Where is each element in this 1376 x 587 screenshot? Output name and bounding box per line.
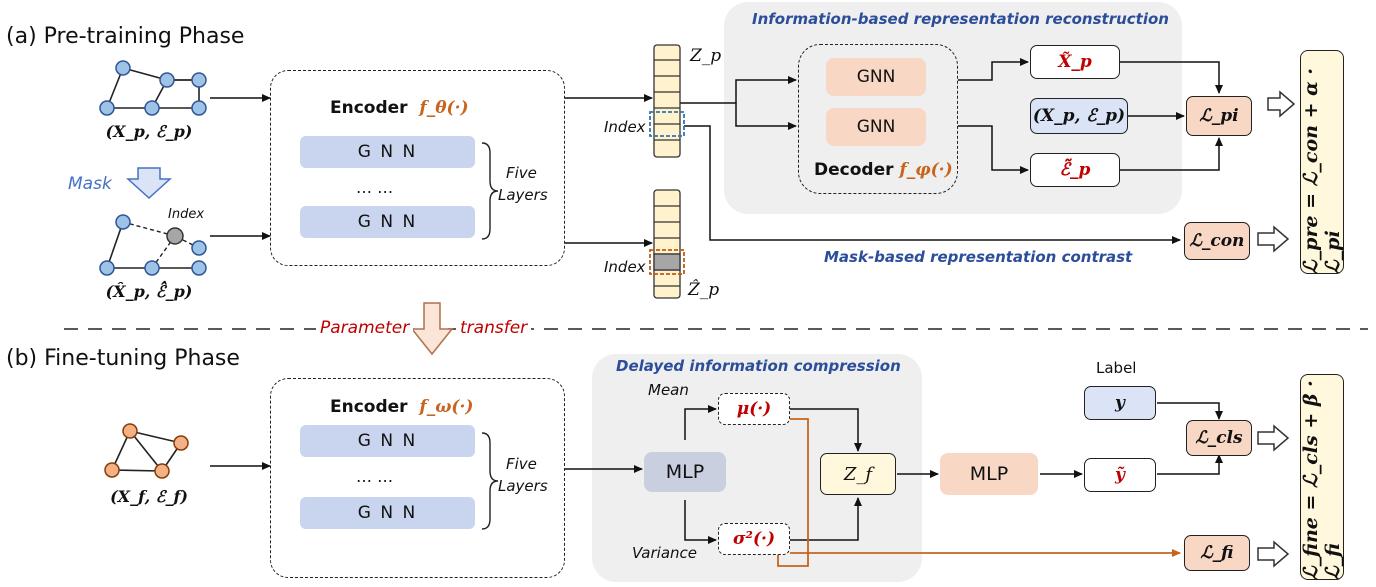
- decoder-gnn-2: GNN: [826, 108, 926, 146]
- graph-masked-label: (X̂_p, ℰ̂_p): [105, 282, 193, 301]
- hollow-arrow-cls: [1257, 424, 1290, 452]
- contrast-title: Mask-based representation contrast: [824, 248, 1133, 266]
- ft-gnn-layer-first: G N N: [300, 425, 475, 457]
- masked-index-label: Index: [168, 207, 205, 222]
- x-tilde-box: X̃_p: [1030, 45, 1120, 79]
- token-column-zp: [653, 44, 681, 158]
- loss-pre-box: ℒ_pre = ℒ_con + α · ℒ_pi: [1300, 50, 1344, 274]
- index-label-bottom: Index: [604, 258, 646, 276]
- graph-finetune-nodes: [104, 423, 189, 479]
- encoder-pretrain-title: Encoder f_θ(·): [330, 98, 469, 118]
- encoder-finetune-title: Encoder f_ω(·): [330, 397, 474, 417]
- parameter-label: Parameter: [316, 318, 414, 338]
- hollow-arrow-pre: [1267, 90, 1296, 118]
- encoder-pretrain: [270, 70, 565, 266]
- ft-layers-label: Layers: [498, 477, 548, 495]
- gnn-layer-first: G N N: [300, 136, 475, 168]
- mu-box: μ(·): [718, 393, 790, 425]
- ft-gnn-layer-last: G N N: [300, 497, 475, 529]
- decoder-fn: f_φ(·): [899, 160, 953, 180]
- compress-region: [592, 354, 922, 582]
- compress-title: Delayed information compression: [616, 357, 901, 375]
- index-highlight-top: [649, 111, 685, 137]
- sigma-box: σ²(·): [718, 523, 790, 555]
- loss-pi-box: ℒ_pi: [1186, 96, 1252, 136]
- transfer-arrow: [410, 302, 454, 356]
- recon-title: Information-based representation reconst…: [752, 10, 1169, 28]
- brace-finetune: [481, 432, 499, 530]
- encoder-pretrain-fn: f_θ(·): [419, 98, 469, 118]
- variance-label: Variance: [632, 544, 698, 562]
- layers-label: Layers: [498, 186, 548, 204]
- gnn-layer-last: G N N: [300, 206, 475, 238]
- gnn-dots: … …: [356, 178, 394, 197]
- mean-label: Mean: [648, 381, 689, 399]
- decoder-title: Decoder f_φ(·): [814, 160, 953, 180]
- graph-finetune-label: (X_f, ℰ_f): [110, 487, 188, 506]
- graph-finetune-edges: [111, 430, 182, 472]
- loss-cls-box: ℒ_cls: [1186, 420, 1252, 456]
- zf-box: Z_f: [820, 453, 896, 495]
- finetune-phase-label: (b) Fine-tuning Phase: [6, 346, 240, 371]
- loss-fine-box: ℒ_fine = ℒ_cls + β · ℒ_fi: [1300, 374, 1344, 580]
- graph-pretrain-nodes: [99, 60, 207, 116]
- label-caption: Label: [1096, 359, 1137, 377]
- brace-pretrain: [481, 142, 499, 240]
- hollow-arrow-fi: [1257, 540, 1290, 568]
- graph-masked-nodes: [99, 214, 207, 276]
- zp-label: Z_p: [690, 46, 722, 66]
- encoder-finetune-fn: f_ω(·): [419, 397, 474, 417]
- mask-label: Mask: [68, 174, 112, 194]
- loss-fine-formula: ℒ_fine = ℒ_cls + β · ℒ_fi: [1300, 380, 1344, 580]
- transfer-label: transfer: [456, 318, 532, 338]
- mlp-compress: MLP: [644, 452, 726, 492]
- five-label: Five: [506, 164, 537, 182]
- encoder-finetune: [270, 378, 565, 578]
- index-label-top: Index: [604, 118, 646, 136]
- mlp-classifier: MLP: [940, 453, 1038, 495]
- graph-pretrain-label: (X_p, ℰ_p): [105, 122, 193, 141]
- decoder-gnn-1: GNN: [826, 58, 926, 96]
- zp-hat-label: Ẑ_p: [688, 280, 720, 300]
- masked-node: [166, 227, 184, 245]
- ft-gnn-dots: … …: [356, 467, 394, 486]
- y-tilde-box: ỹ: [1084, 458, 1156, 492]
- y-box: y: [1084, 386, 1156, 420]
- loss-fi-box: ℒ_fi: [1184, 535, 1250, 571]
- mask-arrow: [126, 167, 172, 200]
- loss-pre-formula: ℒ_pre = ℒ_con + α · ℒ_pi: [1300, 68, 1344, 274]
- index-highlight-bottom: [649, 249, 685, 275]
- loss-con-box: ℒ_con: [1184, 222, 1250, 260]
- e-tilde-box: ℰ̃_p: [1030, 153, 1120, 187]
- xe-box: (X_p, ℰ_p): [1030, 98, 1128, 134]
- hollow-arrow-con: [1257, 225, 1290, 253]
- ft-five-label: Five: [506, 455, 537, 473]
- decoder-box: [798, 44, 958, 194]
- token-column-zp-hat: [653, 189, 681, 299]
- pretrain-phase-label: (a) Pre-training Phase: [6, 24, 245, 49]
